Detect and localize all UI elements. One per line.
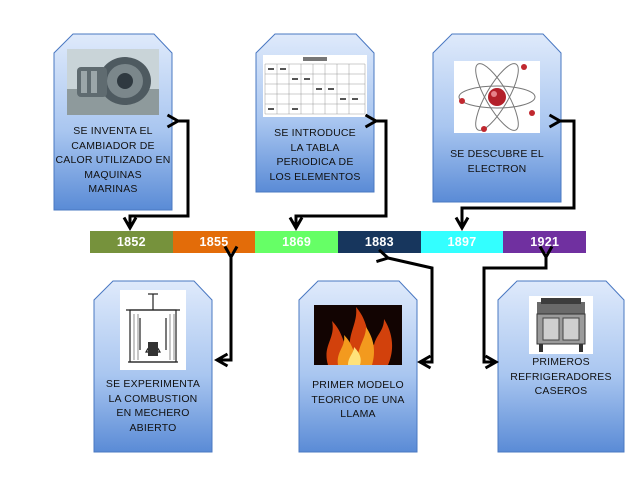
event-card-1869: SE INTRODUCE LA TABLA PERIODICA DE LOS E… (255, 33, 375, 193)
atom-image-icon (454, 61, 540, 133)
flame-photo-icon (314, 305, 402, 365)
timeline-year-1869: 1869 (255, 231, 339, 253)
refrigerator-photo-icon (529, 296, 593, 354)
periodic-table-image-icon (263, 55, 367, 117)
connector-1855 (213, 245, 239, 368)
timeline-year-1855: 1855 (172, 231, 256, 253)
heat-exchanger-photo-icon (67, 49, 159, 115)
burner-drawing-icon (120, 290, 186, 370)
timeline-year-1921: 1921 (503, 231, 587, 253)
timeline-year-1883: 1883 (338, 231, 421, 253)
card-text: PRIMER MODELO TEORICO DE UNA LLAMA (311, 379, 405, 420)
card-text: SE DESCUBRE EL ELECTRON (450, 148, 544, 175)
event-card-1921: PRIMEROS REFRIGERADORES CASEROS (497, 280, 625, 453)
event-card-1883: PRIMER MODELO TEORICO DE UNA LLAMA (298, 280, 418, 453)
card-text: SE INTRODUCE LA TABLA PERIODICA DE LOS E… (269, 127, 361, 183)
event-card-1897: SE DESCUBRE EL ELECTRON (432, 33, 562, 203)
event-card-1852: SE INVENTA EL CAMBIADOR DE CALOR UTILIZA… (53, 33, 173, 211)
card-text: SE INVENTA EL CAMBIADOR DE CALOR UTILIZA… (55, 125, 171, 195)
event-card-1855: SE EXPERIMENTA LA COMBUSTION EN MECHERO … (93, 280, 213, 453)
timeline-year-1897: 1897 (420, 231, 504, 253)
card-text: SE EXPERIMENTA LA COMBUSTION EN MECHERO … (105, 378, 201, 434)
timeline-year-1852: 1852 (90, 231, 173, 253)
card-text: PRIMEROS REFRIGERADORES CASEROS (510, 356, 612, 397)
timeline-bar: 1852 1855 1869 1883 1897 1921 (90, 231, 587, 253)
